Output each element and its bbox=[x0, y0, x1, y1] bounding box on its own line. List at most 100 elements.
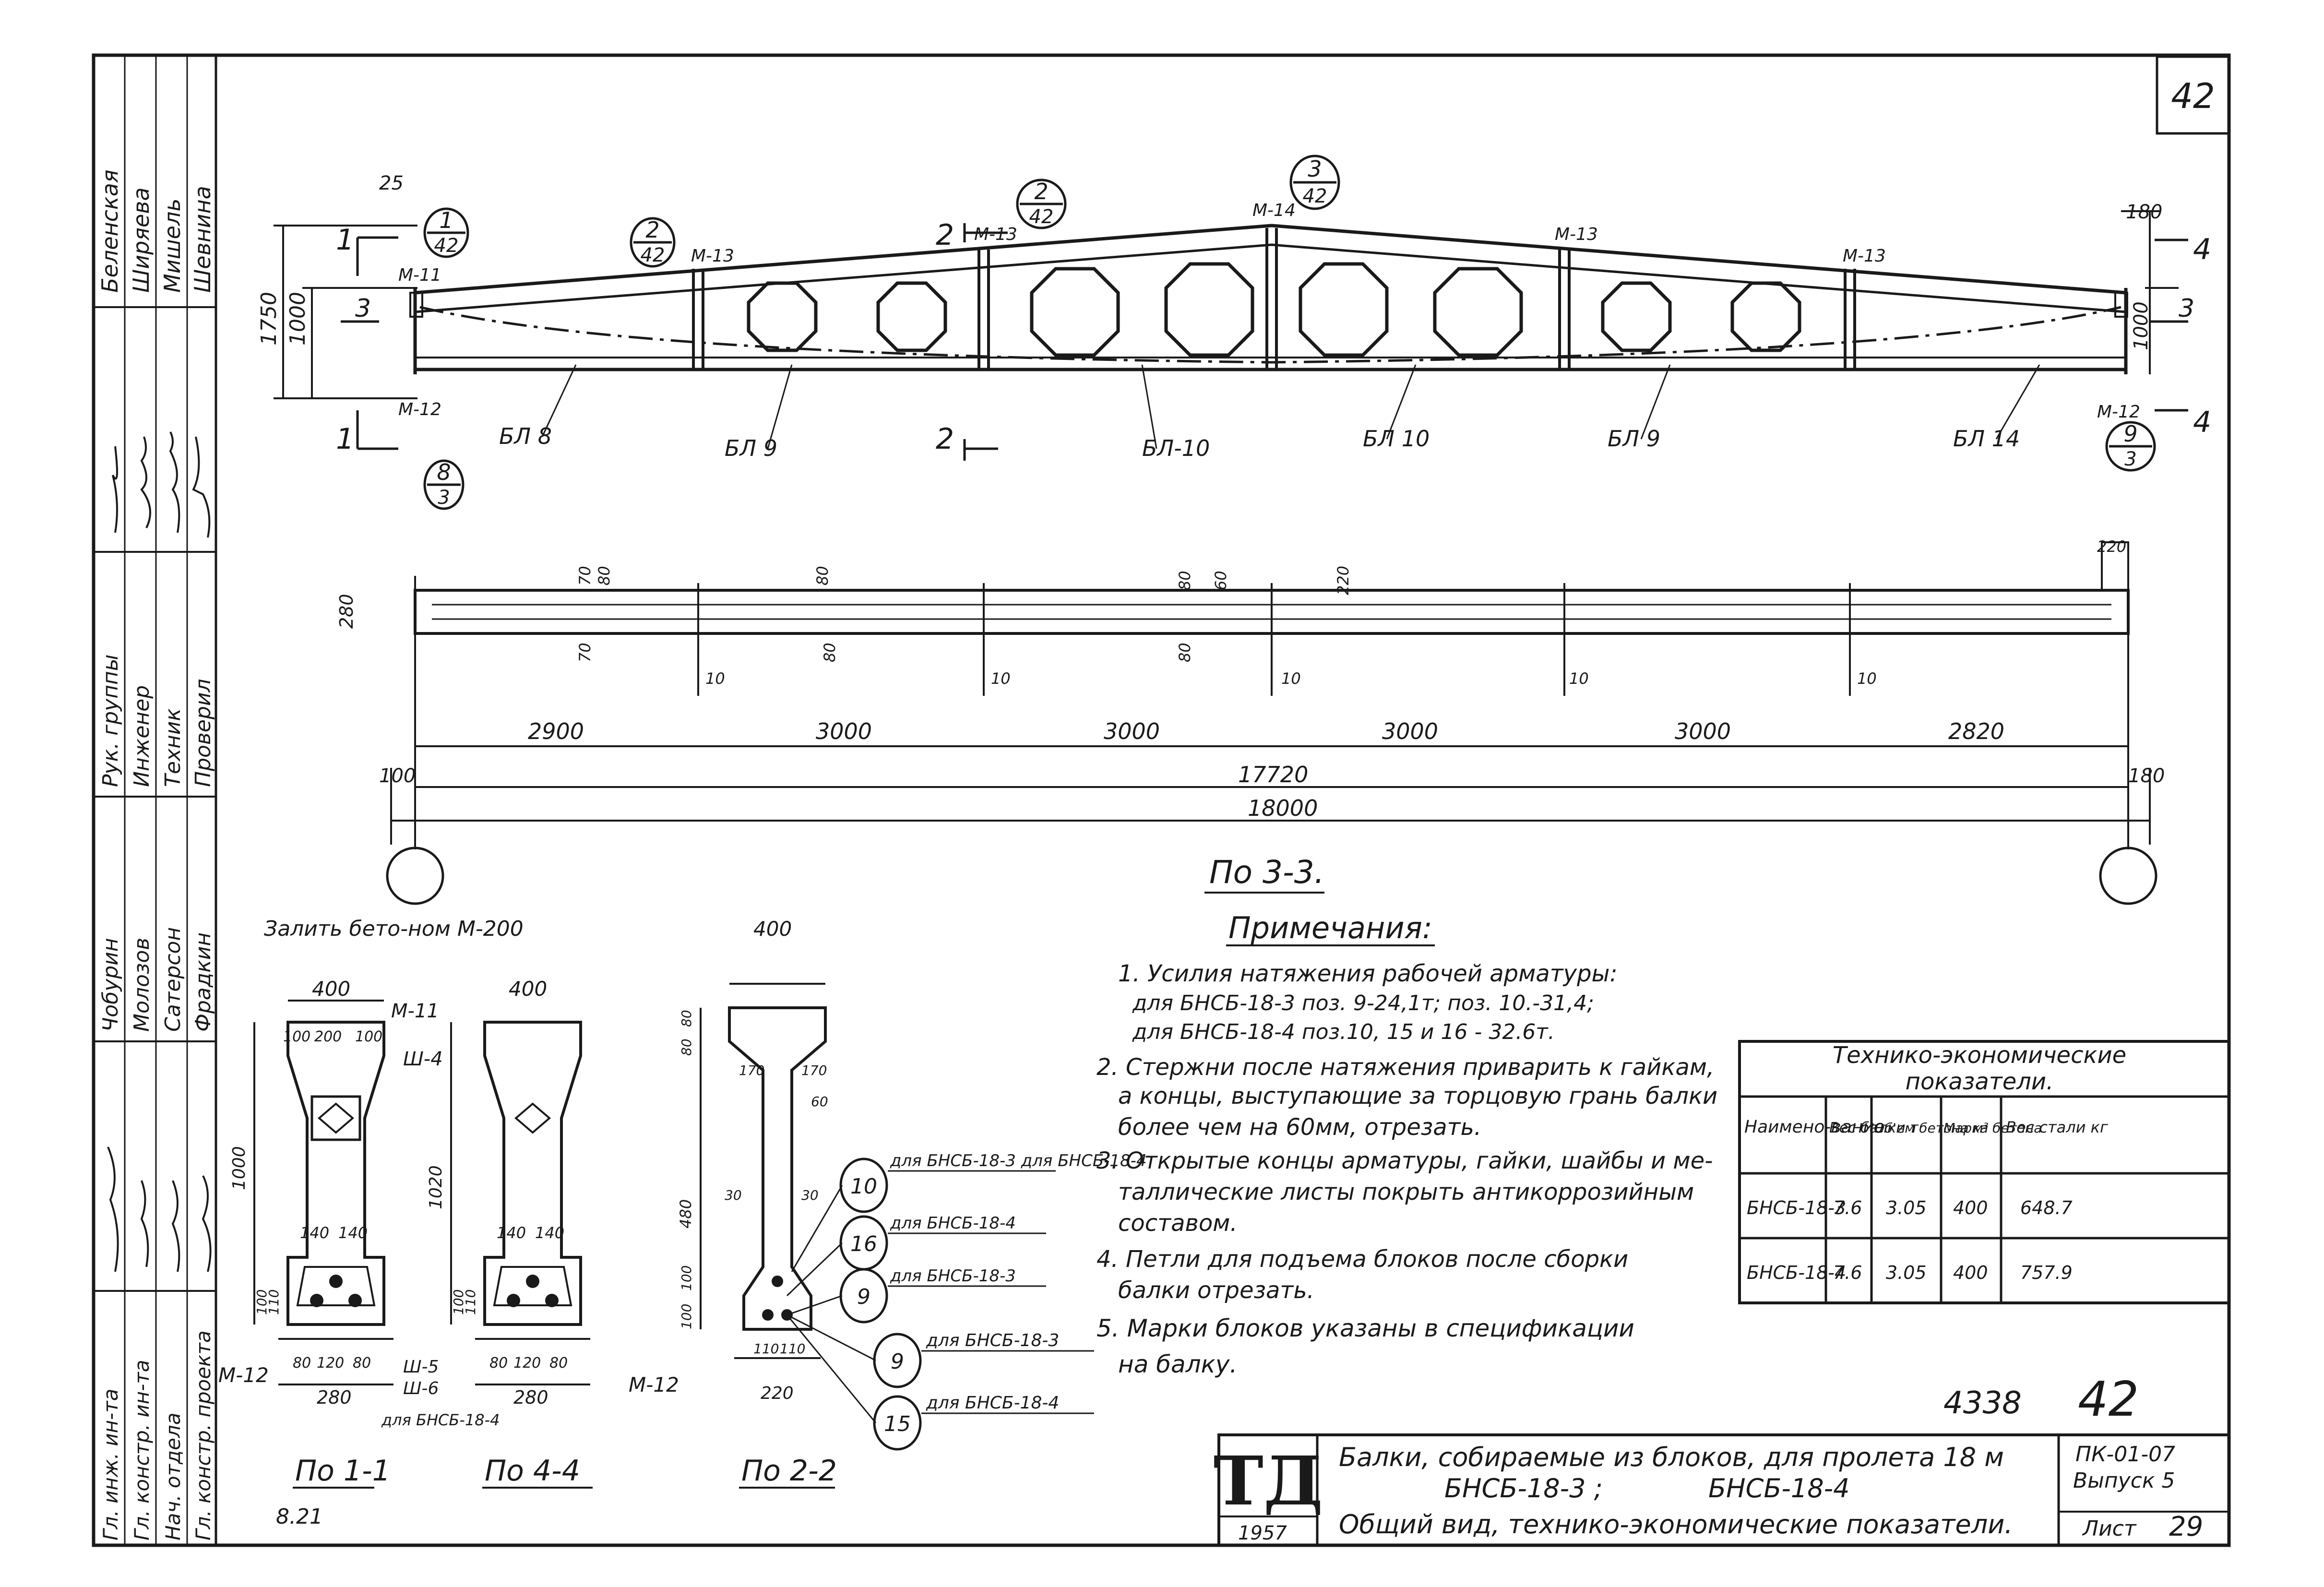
s44-dim-140a: 140 bbox=[497, 1224, 526, 1242]
table-r2-c4: 400 bbox=[1953, 1262, 1988, 1283]
s22-dim-80a: 80 bbox=[679, 1010, 694, 1027]
title-year: 1957 bbox=[1238, 1522, 1287, 1544]
inventory-number: 4338 bbox=[1943, 1385, 2022, 1421]
block-6: БЛ 14 bbox=[1953, 426, 2020, 452]
stamp-role-4: Гл. констр. проекта bbox=[191, 1330, 215, 1540]
beam-elevation: 1 1 2 2 3 3 4 4 1 42 2 42 2 42 3 42 9 3 … bbox=[257, 155, 2211, 510]
note-line-6: более чем на 60мм, отрезать. bbox=[1118, 1114, 1481, 1141]
title-sheet-label: Лист bbox=[2082, 1516, 2137, 1541]
callout-4-num: 3 bbox=[1308, 156, 1322, 182]
stamp-name-2: Ширяева bbox=[128, 187, 154, 293]
plan-dim-80a: 80 bbox=[595, 566, 613, 585]
note-line-9: составом. bbox=[1118, 1210, 1238, 1237]
s22-dim-30b: 30 bbox=[801, 1187, 819, 1203]
segment-3: 3000 bbox=[1104, 718, 1160, 744]
note-line-13: на балку. bbox=[1118, 1350, 1237, 1378]
rebar-16-text: для БНСБ-18-4 bbox=[890, 1214, 1016, 1233]
dim-1750: 1750 bbox=[257, 292, 281, 346]
part-m13-3: М-13 bbox=[1555, 225, 1598, 244]
table-header-1: Наимено-вание bbox=[1744, 1117, 1885, 1137]
callout-6-num: 8 bbox=[437, 459, 451, 485]
notes-block: Примечания: 1. Усилия натяжения рабочей … bbox=[1096, 910, 1717, 1378]
s44-sh4: Ш-4 bbox=[403, 1048, 443, 1070]
stamp-name-6: Молозов bbox=[130, 938, 154, 1032]
note-line-7: 3. Открытые концы арматуры, гайки, шайбы… bbox=[1096, 1147, 1713, 1174]
table-r2-c5: 757.9 bbox=[2020, 1262, 2073, 1283]
stamp-role-5: Рук. группы bbox=[98, 655, 123, 787]
s11-dim-110: 110 bbox=[266, 1289, 282, 1315]
rebar-15-text: для БНСБ-18-4 bbox=[926, 1393, 1059, 1413]
section-mark-4a: 4 bbox=[2193, 233, 2211, 266]
rebar-16: 16 bbox=[850, 1232, 877, 1256]
plan-dim-220a: 220 bbox=[1334, 566, 1352, 595]
s22-dim-110a: 110 bbox=[753, 1341, 779, 1357]
edge-right: 180 bbox=[2128, 765, 2165, 787]
side-stamp: Беленская Ширяева Мишель Шевнина Рук. гр… bbox=[94, 54, 217, 1545]
note-line-8: таллические листы покрыть антикоррозийны… bbox=[1118, 1179, 1694, 1205]
table-r2-c3: 3.05 bbox=[1886, 1262, 1927, 1283]
s11-dim-100a: 100 bbox=[283, 1028, 310, 1045]
stamp-role-8: Проверил bbox=[191, 679, 215, 787]
note-line-5: а концы, выступающие за торцовую грань б… bbox=[1118, 1083, 1717, 1110]
dim-180: 180 bbox=[2126, 201, 2162, 223]
block-1: БЛ 8 bbox=[499, 423, 552, 449]
s11-dim-140b: 140 bbox=[338, 1224, 368, 1242]
plan-dim-10b: 10 bbox=[991, 669, 1011, 688]
note-line-11: балки отрезать. bbox=[1118, 1277, 1314, 1304]
s44-note: для БНСБ-18-4 bbox=[381, 1411, 500, 1429]
title-sheet-no: 29 bbox=[2169, 1511, 2203, 1542]
s11-caption: По 1-1 bbox=[295, 1454, 391, 1488]
title-line-1: Балки, собираемые из блоков, для пролета… bbox=[1339, 1442, 2004, 1472]
table-header-2: Вес балки т bbox=[1829, 1120, 1919, 1136]
callout-5-den: 3 bbox=[2124, 448, 2136, 470]
plan-dim-70a: 70 bbox=[576, 566, 594, 585]
part-m13-2: М-13 bbox=[974, 225, 1017, 244]
s44-m12: М-12 bbox=[629, 1373, 679, 1396]
edge-left: 100 bbox=[379, 765, 416, 787]
title-line-3: Общий вид, технико-экономические показат… bbox=[1339, 1509, 2013, 1539]
stamp-role-2: Гл. констр. ин-та bbox=[130, 1360, 154, 1540]
s22-dim-110b: 110 bbox=[780, 1341, 805, 1357]
table-r1-c5: 648.7 bbox=[2020, 1197, 2073, 1218]
s44-dim-280: 280 bbox=[513, 1387, 548, 1408]
part-m12-left: М-12 bbox=[398, 400, 441, 419]
table-header-3: Об'ем бетона м³ bbox=[1874, 1120, 1989, 1136]
segment-2: 3000 bbox=[816, 718, 872, 744]
s44-sh6: Ш-6 bbox=[403, 1379, 439, 1398]
part-m12-right: М-12 bbox=[2097, 402, 2140, 422]
rebar-10-text: для БНСБ-18-3 для БНСБ-18-4 bbox=[890, 1151, 1147, 1170]
callout-4-den: 42 bbox=[1303, 185, 1327, 207]
plan-dim-80d: 80 bbox=[1176, 571, 1194, 590]
s11-dim-140a: 140 bbox=[300, 1224, 329, 1242]
s11-dim-200: 200 bbox=[314, 1028, 342, 1045]
s22-dim-170b: 170 bbox=[801, 1062, 827, 1078]
s44-sh5: Ш-5 bbox=[403, 1357, 439, 1377]
s22-dim-220: 220 bbox=[761, 1384, 794, 1403]
plan-dim-10c: 10 bbox=[1281, 669, 1301, 688]
table-r1-c2: 7.6 bbox=[1833, 1197, 1862, 1218]
s11-dim-100c: 100 bbox=[254, 1289, 270, 1315]
notes-heading: Примечания: bbox=[1228, 910, 1432, 945]
table-title-1: Технико-экономические bbox=[1833, 1042, 2126, 1069]
part-m13-4: М-13 bbox=[1843, 246, 1886, 266]
table-r1-c1: БНСБ-18-3 bbox=[1747, 1197, 1846, 1218]
block-4: БЛ 10 bbox=[1363, 426, 1430, 452]
s44-dim-140b: 140 bbox=[535, 1224, 564, 1242]
section-mark-2b: 2 bbox=[936, 422, 954, 456]
segment-4: 3000 bbox=[1382, 718, 1438, 744]
note-line-3: для БНСБ-18-4 поз.10, 15 и 16 - 32.6т. bbox=[1132, 1020, 1555, 1044]
s22-dim-30a: 30 bbox=[725, 1187, 742, 1203]
inventory-sheet: 42 bbox=[2078, 1371, 2139, 1427]
callout-6-den: 3 bbox=[438, 487, 450, 509]
title-line-2b: БНСБ-18-4 bbox=[1708, 1473, 1849, 1503]
s11-width: 400 bbox=[312, 977, 350, 1001]
stamp-name-5: Чобурин bbox=[98, 938, 123, 1032]
plan-dim-280: 280 bbox=[336, 594, 357, 629]
dim-25: 25 bbox=[379, 172, 404, 194]
section-mark-4b: 4 bbox=[2193, 406, 2211, 439]
stamp-name-3: Мишель bbox=[159, 199, 185, 293]
stamp-signatures bbox=[107, 431, 212, 1272]
s22-dim-170a: 170 bbox=[739, 1062, 764, 1078]
sheet-number: 42 bbox=[2171, 76, 2215, 116]
